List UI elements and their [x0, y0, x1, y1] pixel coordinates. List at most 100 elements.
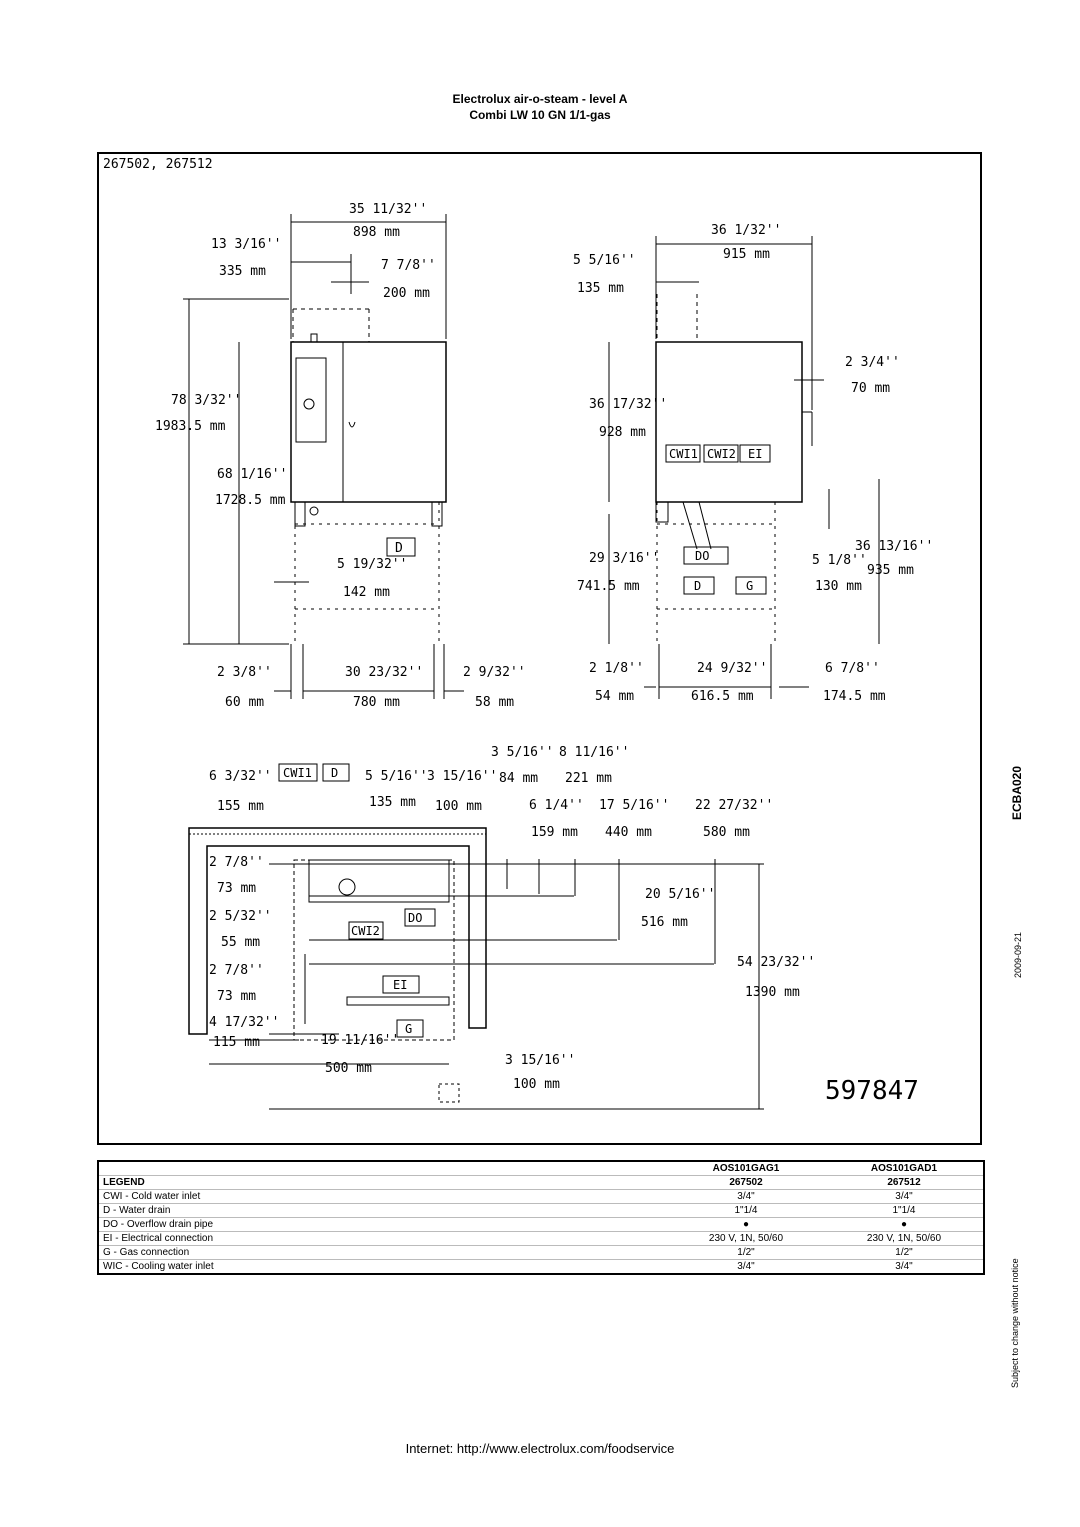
side-gas-in: 5 1/8''	[812, 553, 867, 568]
plan-label-g: G	[405, 1022, 412, 1036]
row-value: ●	[667, 1217, 825, 1232]
side-leg-span-in: 24 9/32''	[697, 661, 767, 676]
row-label: DO - Overflow drain pipe	[98, 1217, 667, 1232]
plan-label-ei: EI	[393, 978, 407, 992]
plan-connection-labels	[278, 763, 436, 1038]
row-value: 1"1/4	[825, 1203, 984, 1218]
plan-b2-mm: 100 mm	[513, 1077, 560, 1092]
side-flue-mm: 135 mm	[577, 281, 624, 296]
plan-d4-in: 3 5/16''	[491, 745, 554, 760]
plan-d6-mm: 159 mm	[531, 825, 578, 840]
row-value: 1/2"	[825, 1245, 984, 1260]
side-connection-labels	[665, 444, 771, 595]
plan-label-do: DO	[408, 911, 422, 925]
row-value: ●	[825, 1217, 984, 1232]
dim-width-in: 35 11/32''	[349, 202, 427, 217]
plan-b1-in: 19 11/16''	[321, 1033, 399, 1048]
plan-label-cwi2: CWI2	[351, 924, 380, 938]
dim-offset-mm: 335 mm	[219, 264, 266, 279]
plan-d7-in: 17 5/16''	[599, 798, 669, 813]
side-label-g: G	[746, 579, 753, 593]
plan-d8-in: 22 27/32''	[695, 798, 773, 813]
dim-flue-mm: 200 mm	[383, 286, 430, 301]
dim-right-leg-mm: 58 mm	[475, 695, 514, 710]
side-view	[655, 294, 813, 699]
model-codes: 267502, 267512	[103, 157, 213, 172]
technical-drawing: 267502, 267512 35 11/32'' 898 mm 13 3/16…	[97, 152, 982, 1145]
plan-l1-in: 2 7/8''	[209, 855, 264, 870]
side-gas-mm: 130 mm	[815, 579, 862, 594]
side-front-leg-mm: 54 mm	[595, 689, 634, 704]
dim-right-leg-in: 2 9/32''	[463, 665, 526, 680]
doc-date: 2009-09-21	[1013, 931, 1023, 978]
dim-drain-mm: 142 mm	[343, 585, 390, 600]
plan-label-d: D	[331, 766, 338, 780]
col1-code: 267502	[667, 1175, 825, 1190]
row-value: 3/4"	[667, 1189, 825, 1204]
row-value: 1"1/4	[667, 1203, 825, 1218]
side-handle-mm: 70 mm	[851, 381, 890, 396]
dim-drain-in: 5 19/32''	[337, 557, 407, 572]
plan-d5-mm: 221 mm	[565, 771, 612, 786]
plan-d7-mm: 440 mm	[605, 825, 652, 840]
legend-header-row-1: AOS101GAG1 AOS101GAD1	[98, 1161, 984, 1176]
front-view	[290, 308, 447, 699]
legend-table: AOS101GAG1 AOS101GAD1 LEGEND 267502 2675…	[97, 1160, 985, 1275]
side-total-mm: 935 mm	[867, 563, 914, 578]
page-subtitle: Combi LW 10 GN 1/1-gas	[469, 108, 611, 122]
side-rear-in: 6 7/8''	[825, 661, 880, 676]
side-flue-in: 5 5/16''	[573, 253, 636, 268]
front-label-d: D	[395, 541, 403, 556]
plan-d3-in: 3 15/16''	[427, 769, 497, 784]
side-total-in: 36 13/16''	[855, 539, 933, 554]
plan-dimension-lines	[209, 859, 764, 1110]
row-value: 230 V, 1N, 50/60	[825, 1231, 984, 1246]
table-row: DO - Overflow drain pipe●●	[98, 1217, 984, 1232]
plan-d1-mm: 155 mm	[217, 799, 264, 814]
row-value: 230 V, 1N, 50/60	[667, 1231, 825, 1246]
side-label-ei: EI	[748, 447, 762, 461]
plan-l2-mm: 55 mm	[221, 935, 260, 950]
plan-d10-in: 54 23/32''	[737, 955, 815, 970]
row-label: CWI - Cold water inlet	[98, 1189, 667, 1204]
internet-link[interactable]: Internet: http://www.electrolux.com/food…	[405, 1441, 675, 1456]
plan-view	[188, 827, 487, 1103]
drawing-number: 597847	[825, 1076, 919, 1106]
col2-model: AOS101GAD1	[825, 1161, 984, 1176]
plan-b1-mm: 500 mm	[325, 1061, 372, 1076]
side-label-d: D	[694, 579, 701, 593]
legend-header-row-2: LEGEND 267502 267512	[98, 1175, 984, 1190]
dim-flue-in: 7 7/8''	[381, 258, 436, 273]
plan-d3-mm: 100 mm	[435, 799, 482, 814]
plan-d8-mm: 580 mm	[703, 825, 750, 840]
row-value: 1/2"	[667, 1245, 825, 1260]
front-dimension-lines	[183, 214, 464, 692]
side-leg-span-mm: 616.5 mm	[691, 689, 754, 704]
plan-l3-mm: 73 mm	[217, 989, 256, 1004]
plan-d2-mm: 135 mm	[369, 795, 416, 810]
dim-body-height-mm: 1728.5 mm	[215, 493, 286, 508]
dim-height-in: 78 3/32''	[171, 393, 241, 408]
row-value: 3/4"	[825, 1259, 984, 1275]
side-depth-mm: 915 mm	[723, 247, 770, 262]
side-handle-in: 2 3/4''	[845, 355, 900, 370]
row-value: 3/4"	[667, 1259, 825, 1275]
dim-left-leg-mm: 60 mm	[225, 695, 264, 710]
plan-d5-in: 8 11/16''	[559, 745, 629, 760]
plan-b2-in: 3 15/16''	[505, 1053, 575, 1068]
plan-l4-mm: 115 mm	[213, 1035, 260, 1050]
plan-d10-mm: 1390 mm	[745, 985, 800, 1000]
side-label-cwi2: CWI2	[707, 447, 736, 461]
plan-d6-in: 6 1/4''	[529, 798, 584, 813]
disclaimer: Subject to change without notice	[1010, 1258, 1020, 1388]
side-base-mm: 741.5 mm	[577, 579, 640, 594]
doc-code: ECBA020	[1010, 765, 1024, 820]
dim-height-mm: 1983.5 mm	[155, 419, 226, 434]
row-label: EI - Electrical connection	[98, 1231, 667, 1246]
row-label: G - Gas connection	[98, 1245, 667, 1260]
col2-code: 267512	[825, 1175, 984, 1190]
plan-d9-mm: 516 mm	[641, 915, 688, 930]
